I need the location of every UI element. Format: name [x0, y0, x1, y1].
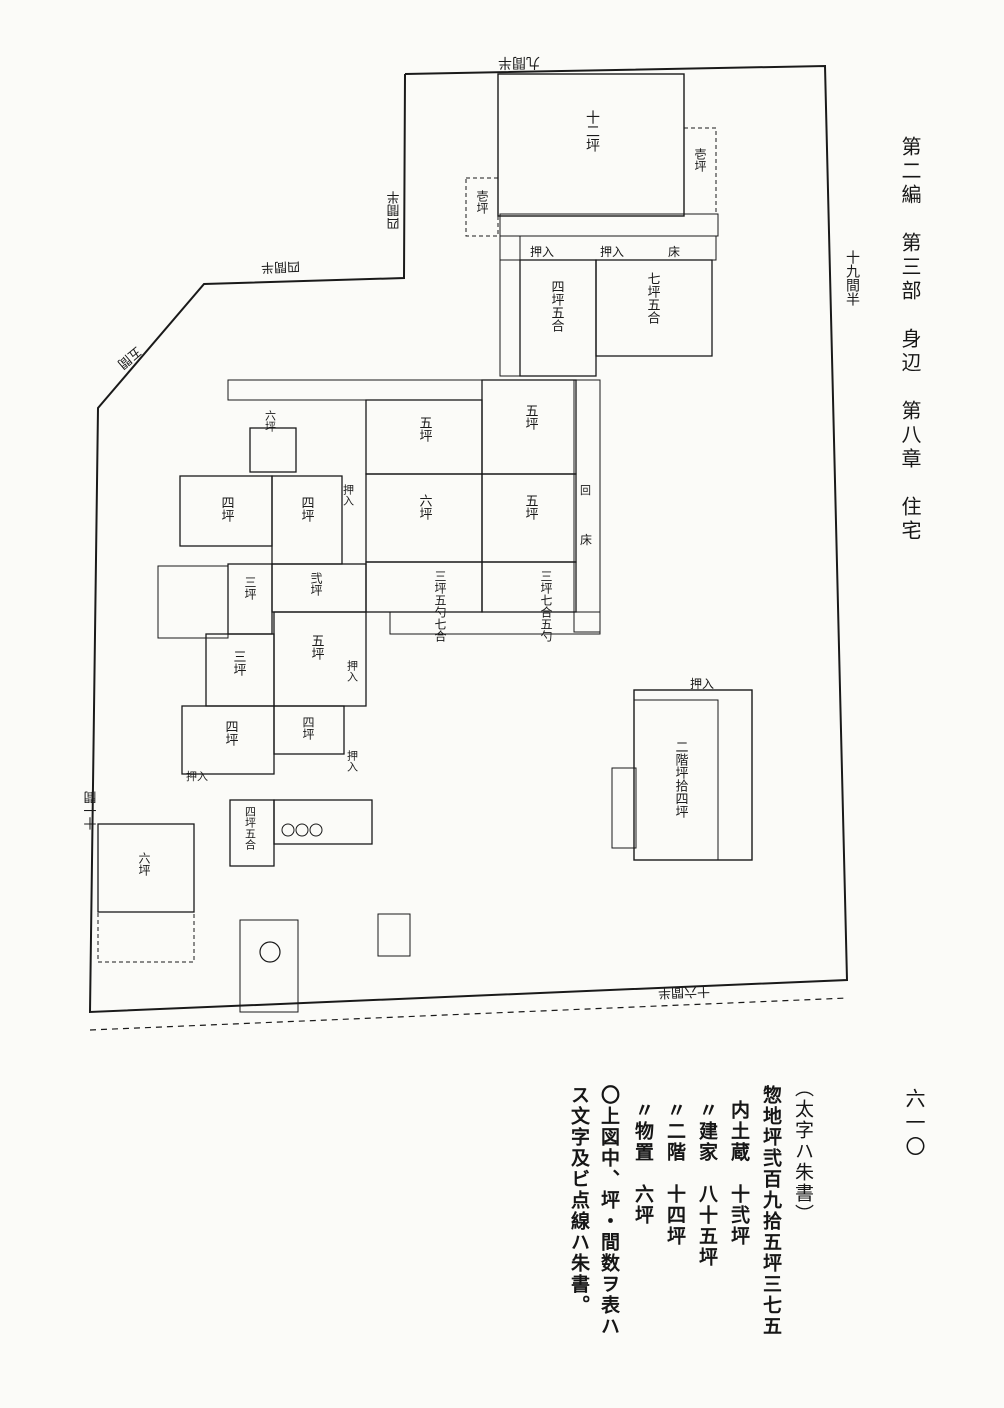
corridor-mid: [227, 379, 483, 401]
road-line: [89, 997, 849, 1031]
legend-total-area: 惣地坪弐百九拾五坪三七五: [760, 1085, 782, 1337]
oshiire-mark: 押入: [690, 677, 714, 691]
legend-shed: 〃物置 六坪: [632, 1100, 654, 1226]
page-number: 六一〇: [902, 1088, 926, 1160]
path: [239, 919, 299, 1013]
room-label-l: 三坪五勺七合: [433, 570, 447, 642]
storehouse-annex-left: [465, 177, 499, 237]
room-label-f: 五坪: [523, 494, 539, 520]
oshiire-mark: 押入: [346, 749, 359, 772]
room-label-m: 五坪: [309, 634, 325, 660]
room-label-nikai: 二階坪拾四坪: [673, 740, 689, 818]
room-label-b: 七坪五合: [645, 272, 661, 324]
room-p: [273, 705, 345, 755]
room-label-kura-left: 壱坪: [475, 190, 489, 214]
dim-left-slant-b: 五間: [114, 343, 144, 371]
room-label-d: 五坪: [523, 404, 539, 430]
legend-second-floor: 〃二階 十四坪: [664, 1100, 686, 1247]
legend-remark-2: ス文字及ビ点線ハ朱書。: [568, 1085, 590, 1316]
dim-left-upper: 四間半: [387, 191, 403, 230]
nikai-room: [633, 699, 719, 861]
shed: [97, 823, 195, 913]
legend-main-house: 〃建家 八十五坪: [696, 1100, 718, 1268]
room-label-j: 三坪: [243, 576, 257, 600]
oshiire-mark: 押入: [186, 769, 208, 783]
stove: [295, 823, 309, 837]
oshiire-mark: 押入: [530, 245, 554, 259]
property-boundary: [88, 64, 849, 1014]
room-label-kura: 十二坪: [584, 110, 600, 152]
room-label-p: 四坪: [301, 716, 315, 740]
bath: [273, 799, 373, 845]
veranda-bottom: [389, 611, 601, 635]
room-label-n: 三坪: [231, 650, 247, 676]
dim-bottom: 十六間半: [658, 983, 711, 1000]
room-label-g: 四坪: [219, 496, 235, 522]
room-label-shed: 六坪: [137, 852, 151, 876]
toko-mark: 床: [668, 245, 680, 259]
oshiire-mark: 押入: [342, 483, 355, 506]
room-label-a: 四坪五合: [549, 280, 565, 332]
room-k: [481, 561, 577, 613]
oshiire-mark: 押入: [346, 659, 359, 682]
room-label-q: 四坪五合: [244, 806, 257, 850]
room-label-k: 三坪七合五勺: [539, 570, 553, 642]
dim-right: 十九間半: [844, 250, 860, 306]
veranda-upper: [499, 235, 521, 377]
dim-top: 九間半: [498, 54, 540, 70]
room-label-i: 弐坪: [309, 572, 323, 596]
room-label-kura-side: 壱坪: [693, 148, 707, 172]
well: [259, 941, 281, 963]
chapter-breadcrumb: 第二編 第三部 身辺 第八章 住宅: [898, 136, 922, 544]
small-hut: [377, 913, 411, 957]
room-label-h: 四坪: [299, 496, 315, 522]
stove: [281, 823, 295, 837]
room-label-t: 六坪: [264, 410, 277, 433]
toko-mark: 床: [580, 533, 592, 547]
legend-note: （太字ハ朱書）: [792, 1078, 814, 1225]
storehouse-annex: [683, 127, 717, 215]
room-t-small: [249, 427, 297, 473]
nikai-annex: [611, 767, 637, 849]
oshiire-mark: 押入: [600, 245, 624, 259]
shed-lower: [97, 911, 195, 963]
room-label-o: 四坪: [223, 720, 239, 746]
entrance-steps: [157, 565, 229, 639]
room-label-e: 六坪: [417, 494, 433, 520]
legend-storehouse: 内土蔵 十弐坪: [728, 1100, 750, 1247]
veranda-main: [573, 379, 601, 633]
dim-left-slant-a: 四間半: [261, 258, 301, 274]
storehouse-wall: [499, 213, 719, 237]
ro-mark: 回: [580, 484, 591, 497]
dim-left-lower: 十一間: [84, 790, 100, 830]
room-l: [365, 561, 483, 613]
room-label-c: 五坪: [417, 416, 433, 442]
nikai-building: [633, 689, 753, 861]
stove: [309, 823, 323, 837]
legend-remark-1: 〇上図中、坪・間数ヲ表ハ: [598, 1085, 620, 1337]
